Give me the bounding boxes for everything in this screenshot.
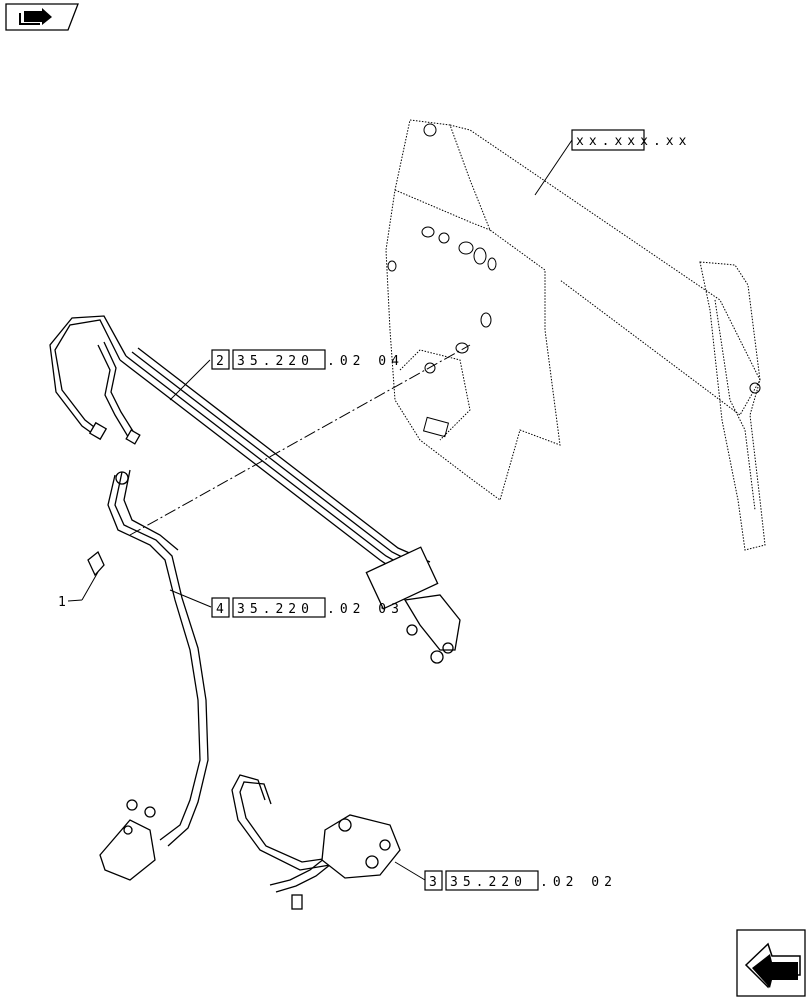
- callout-item-4: 4 35.220 .02 03: [211, 597, 404, 618]
- callout-item-2-ref-boxed: 35.220: [237, 354, 314, 369]
- callout-item-3-number: 3: [429, 875, 437, 890]
- callout-item-2: 2 35.220 .02 04: [211, 349, 404, 370]
- lower-hose-assembly: [87, 469, 209, 881]
- callout-item-3-ref-rest: .02 02: [540, 875, 617, 890]
- loader-frame-panel: [385, 119, 766, 551]
- part-1-label: 1: [58, 595, 66, 610]
- callout-item-3: 3 35.220 .02 02: [424, 870, 617, 891]
- callout-item-3-ref-boxed: 35.220: [450, 875, 527, 890]
- valve-assembly: [231, 774, 401, 910]
- alignment-line: [129, 344, 471, 536]
- callout-item-2-ref-rest: .02 04: [327, 354, 404, 369]
- callout-item-4-number: 4: [216, 602, 224, 617]
- callout-item-4-ref-rest: .02 03: [327, 602, 404, 617]
- upper-hose-assembly: [49, 315, 461, 664]
- callout-ref-top-text: xx.xxx.xx: [576, 134, 691, 149]
- book-arrow-icon[interactable]: [5, 3, 79, 31]
- callout-item-2-number: 2: [216, 354, 224, 369]
- callout-item-4-ref-boxed: 35.220: [237, 602, 314, 617]
- callout-ref-top: xx.xxx.xx: [571, 129, 691, 151]
- leader-lines: [67, 139, 573, 881]
- panel-holes: [387, 123, 761, 438]
- navigate-arrow-icon[interactable]: [736, 929, 806, 997]
